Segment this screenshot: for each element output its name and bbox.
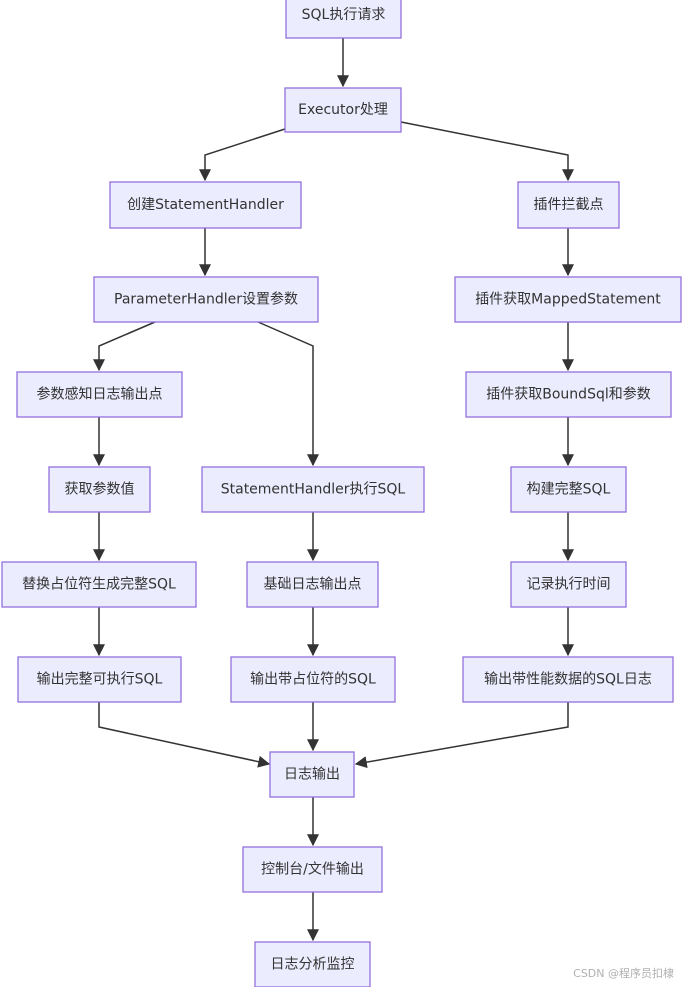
node-statement-handler-exec-label: StatementHandler执行SQL — [221, 482, 406, 498]
edge-output-executable-log — [98, 702, 271, 768]
edge-parameter-statement-exec — [257, 321, 319, 467]
node-output-executable-sql-label: 输出完整可执行SQL — [37, 672, 163, 688]
node-replace-placeholders: 替换占位符生成完整SQL — [1, 561, 197, 608]
node-plugin-mapped-statement: 插件获取MappedStatement — [454, 276, 682, 323]
watermark: CSDN @程序员扣棣 — [573, 967, 674, 980]
node-console-file-output: 控制台/文件输出 — [242, 846, 383, 893]
node-console-file-output-label: 控制台/文件输出 — [261, 862, 364, 878]
node-replace-placeholders-label: 替换占位符生成完整SQL — [22, 576, 176, 593]
node-create-statement-handler-label: 创建StatementHandler — [127, 197, 284, 213]
node-plugin-boundsql: 插件获取BoundSql和参数 — [465, 371, 672, 418]
node-output-perf-sql-log-label: 输出带性能数据的SQL日志 — [484, 672, 652, 688]
node-parameter-handler-label: ParameterHandler设置参数 — [114, 291, 298, 308]
node-plugin-mapped-statement-label: 插件获取MappedStatement — [475, 292, 661, 308]
edge-executor-create-handler — [199, 127, 289, 182]
node-plugin-intercept-label: 插件拦截点 — [534, 197, 604, 213]
node-parameter-handler: ParameterHandler设置参数 — [93, 276, 319, 323]
edge-output-perf-log — [354, 702, 569, 769]
node-build-full-sql: 构建完整SQL — [510, 466, 627, 513]
node-create-statement-handler: 创建StatementHandler — [109, 181, 302, 229]
node-sql-request-label: SQL执行请求 — [302, 7, 386, 23]
edge-executor-plugin — [400, 121, 574, 182]
node-basic-log: 基础日志输出点 — [246, 561, 379, 608]
node-record-exec-time: 记录执行时间 — [510, 561, 627, 608]
node-log-output-label: 日志输出 — [284, 767, 340, 783]
node-log-output: 日志输出 — [269, 751, 355, 798]
node-basic-log-label: 基础日志输出点 — [264, 576, 362, 593]
node-log-analysis: 日志分析监控 — [254, 941, 371, 987]
node-output-placeholder-sql: 输出带占位符的SQL — [230, 656, 396, 703]
node-get-param-values-label: 获取参数值 — [65, 481, 135, 498]
node-record-exec-time-label: 记录执行时间 — [527, 577, 611, 593]
node-get-param-values: 获取参数值 — [48, 466, 151, 513]
node-log-analysis-label: 日志分析监控 — [271, 957, 355, 973]
edge-parameter-param-aware — [93, 321, 156, 372]
node-executor-label: Executor处理 — [298, 102, 388, 118]
node-plugin-intercept: 插件拦截点 — [517, 181, 620, 229]
node-build-full-sql-label: 构建完整SQL — [527, 482, 611, 498]
node-output-placeholder-sql-label: 输出带占位符的SQL — [250, 672, 376, 688]
edges — [93, 38, 574, 942]
node-executor: Executor处理 — [284, 87, 402, 133]
node-statement-handler-exec: StatementHandler执行SQL — [201, 466, 425, 513]
node-param-aware-log-label: 参数感知日志输出点 — [37, 386, 163, 403]
node-plugin-boundsql-label: 插件获取BoundSql和参数 — [486, 386, 650, 403]
node-output-perf-sql-log: 输出带性能数据的SQL日志 — [462, 656, 674, 703]
node-param-aware-log: 参数感知日志输出点 — [16, 371, 183, 418]
node-sql-request: SQL执行请求 — [285, 0, 402, 39]
node-output-executable-sql: 输出完整可执行SQL — [17, 656, 182, 703]
